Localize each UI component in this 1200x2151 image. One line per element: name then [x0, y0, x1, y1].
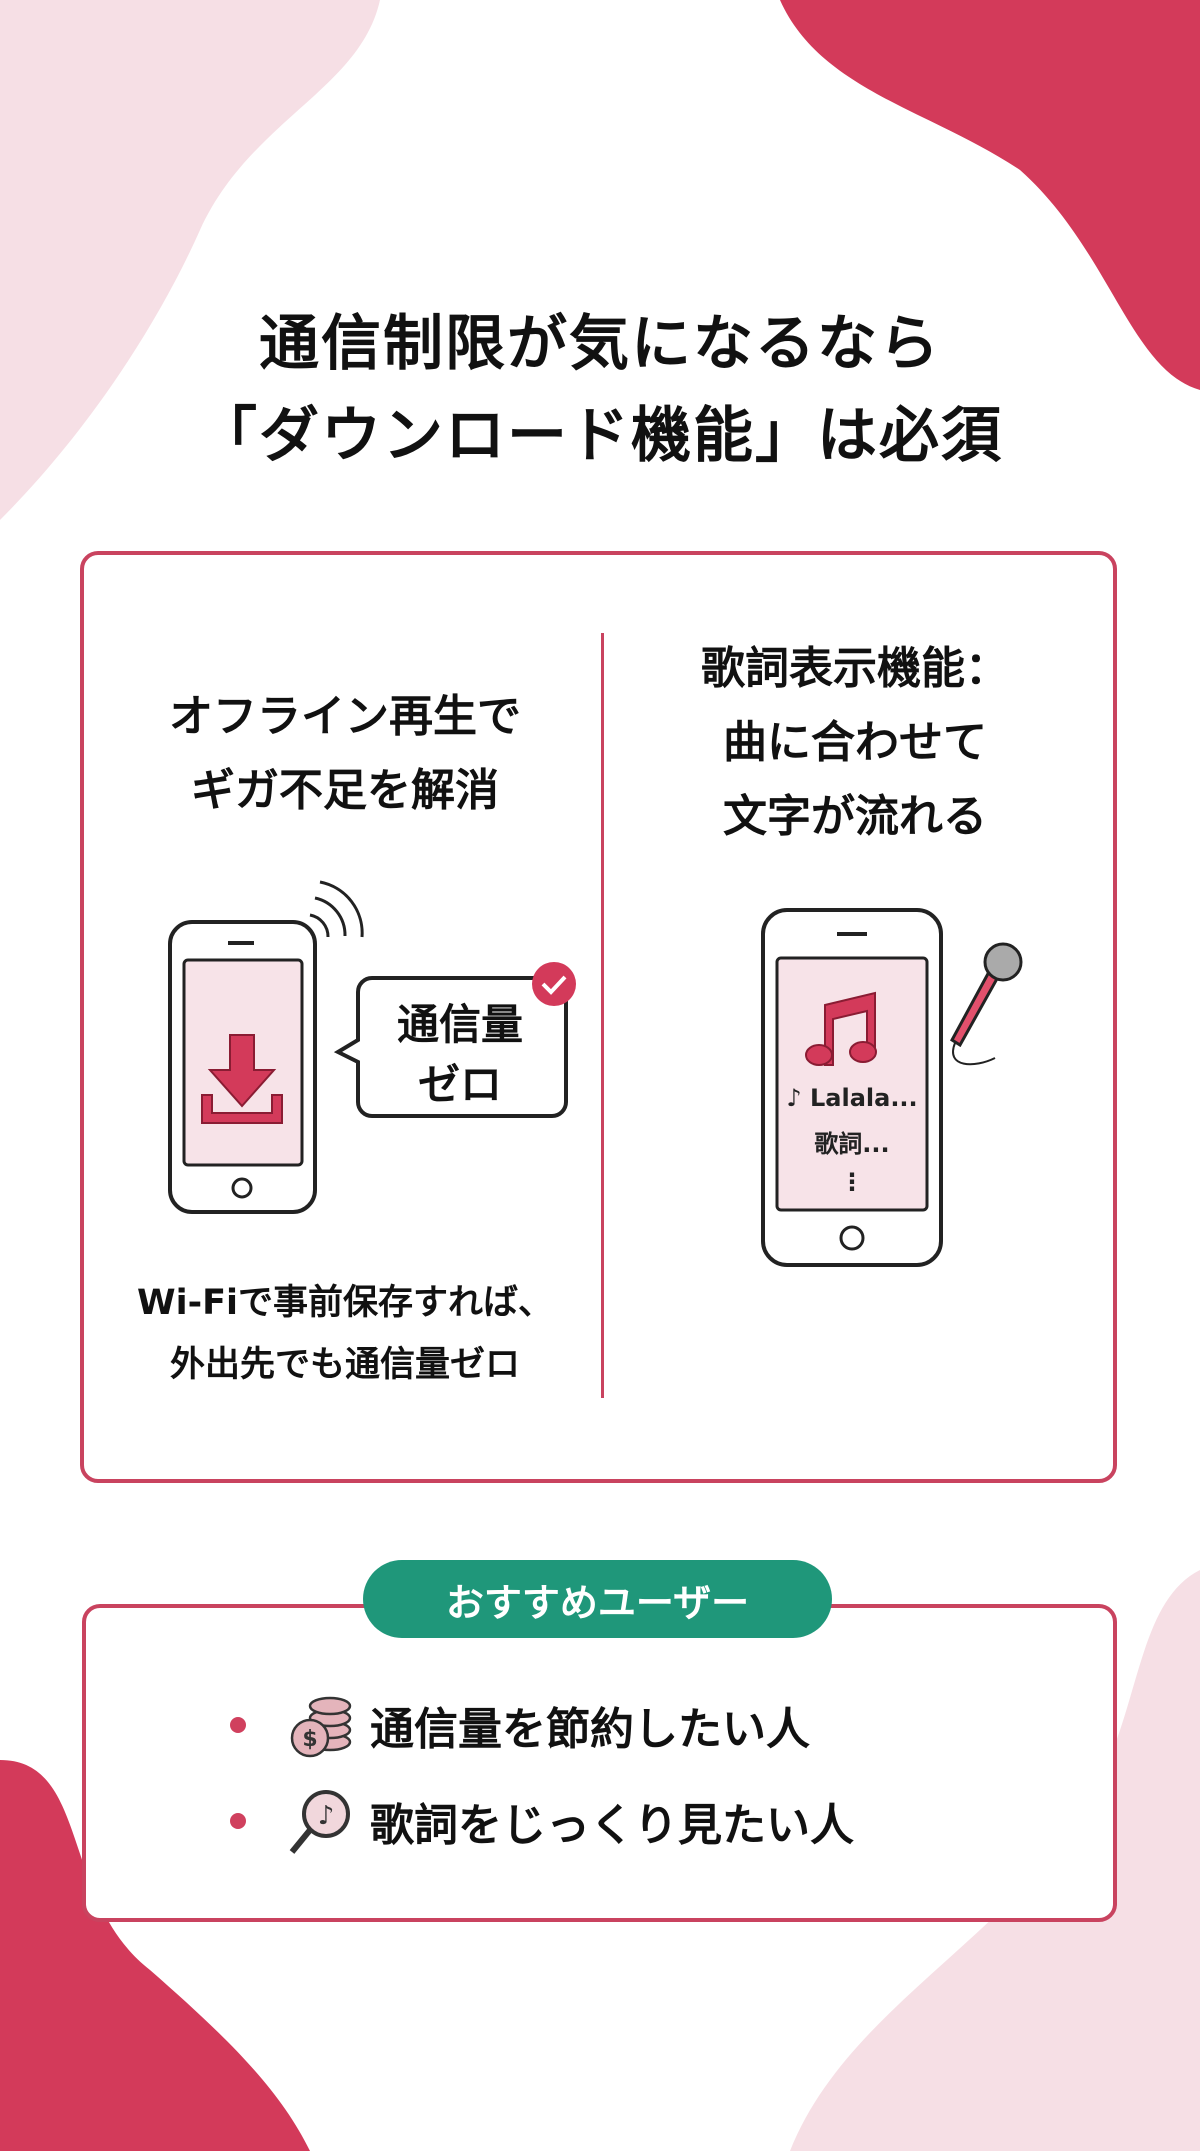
svg-text:♪: ♪ — [318, 1801, 335, 1831]
recommend-item: $ 通信量を節約したい人 — [230, 1690, 810, 1760]
recommend-badge: おすすめユーザー — [363, 1560, 832, 1638]
caption-line-1: Wi-Fiで事前保存すれば、 — [136, 1283, 554, 1323]
microphone-icon — [950, 942, 1023, 1066]
lyric-line-1: ♪ Lalala... — [786, 1084, 918, 1112]
recommend-item-label: 歌詞をじっくり見たい人 — [370, 1800, 854, 1851]
lyric-line-2: 歌詞... — [814, 1130, 890, 1158]
coins-icon: $ — [290, 1696, 352, 1758]
bullet-icon — [230, 1717, 246, 1733]
title-line-2: 「ダウンロード機能」は必須 — [197, 401, 1003, 471]
left-heading-line-1: オフライン再生で — [169, 691, 521, 742]
download-icon — [201, 1034, 283, 1124]
recommend-card — [82, 1604, 1117, 1922]
left-heading-line-2: ギガ不足を解消 — [191, 765, 499, 816]
bubble-text: 通信量 ゼロ — [360, 995, 560, 1115]
offline-illustration — [168, 880, 576, 1214]
lyrics-text: ♪ Lalala... 歌詞... ⋮ — [777, 1075, 927, 1197]
left-caption: Wi-Fiで事前保存すれば、 外出先でも通信量ゼロ — [90, 1272, 600, 1396]
phone-icon — [761, 908, 943, 1267]
left-heading: オフライン再生で ギガ不足を解消 — [100, 680, 590, 828]
right-heading-line-2: 曲に合わせて — [723, 717, 987, 768]
recommend-item: ♪ 歌詞をじっくり見たい人 — [230, 1786, 854, 1856]
bubble-line-2: ゼロ — [417, 1060, 502, 1109]
magnifier-music-icon: ♪ — [289, 1790, 350, 1854]
bullet-icon — [230, 1813, 246, 1829]
svg-text:$: $ — [302, 1727, 317, 1752]
recommend-item-label: 通信量を節約したい人 — [370, 1704, 810, 1755]
lyrics-illustration — [761, 908, 1023, 1267]
wifi-icon — [309, 880, 364, 938]
music-note-icon — [805, 991, 877, 1066]
lyric-line-3: ⋮ — [840, 1168, 864, 1196]
right-heading-line-3: 文字が流れる — [723, 791, 987, 842]
right-heading-line-1: 歌詞表示機能： — [701, 643, 1009, 694]
right-heading: 歌詞表示機能： 曲に合わせて 文字が流れる — [610, 632, 1100, 854]
check-icon — [532, 962, 576, 1006]
caption-line-2: 外出先でも通信量ゼロ — [169, 1345, 520, 1385]
title-line-1: 通信制限が気になるなら — [259, 309, 941, 379]
card-divider — [601, 633, 604, 1398]
bubble-line-1: 通信量 — [396, 1000, 523, 1049]
